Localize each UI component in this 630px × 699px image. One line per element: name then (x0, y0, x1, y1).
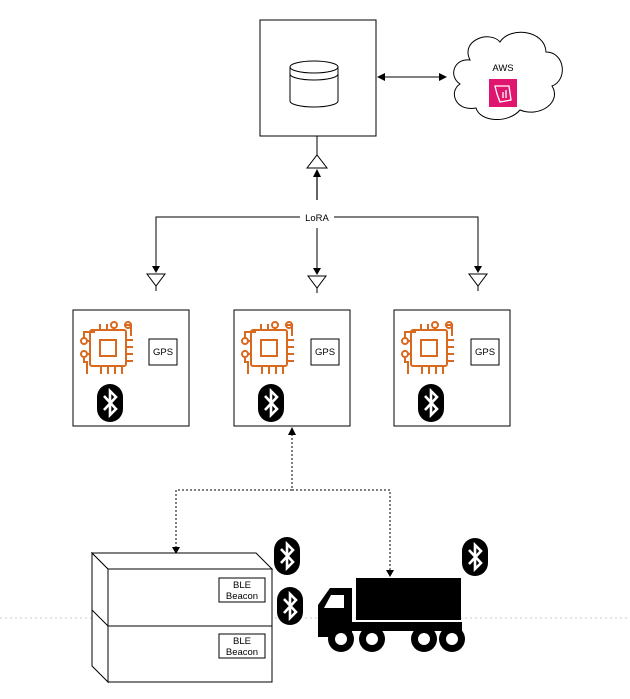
bluetooth-icon (95, 382, 125, 424)
bluetooth-icon (275, 585, 305, 627)
database-icon (289, 60, 339, 108)
ble-beacon-1: BLE Beacon (218, 577, 266, 603)
gps-label: GPS (315, 347, 335, 358)
bluetooth-icon (272, 535, 302, 577)
gps-module (148, 338, 178, 366)
gps-label: GPS (153, 347, 173, 358)
svg-text:BLE: BLE (233, 636, 251, 647)
aws-icon (489, 79, 517, 107)
truck-icon[interactable] (318, 578, 465, 652)
gps-label: GPS (475, 347, 495, 358)
lora-label: LoRA (305, 213, 329, 224)
antenna-icon (307, 275, 327, 294)
cloud-icon[interactable] (453, 31, 563, 120)
svg-text:BLE: BLE (233, 580, 251, 591)
antenna-icon (468, 273, 488, 292)
bluetooth-icon (416, 382, 446, 424)
svg-text:Beacon: Beacon (226, 647, 258, 658)
cloud-label: AWS (492, 63, 513, 74)
svg-text:Beacon: Beacon (226, 591, 258, 602)
bluetooth-icon (460, 536, 490, 578)
lora-links (155, 216, 479, 271)
ble-beacon-2: BLE Beacon (218, 633, 266, 659)
gateway-antenna-icon (305, 136, 329, 169)
gps-module (310, 338, 340, 366)
bluetooth-icon (256, 382, 286, 424)
antenna-icon (146, 273, 166, 292)
ble-links (175, 432, 391, 572)
beacon-stack[interactable] (90, 551, 274, 684)
gps-module (470, 338, 500, 366)
